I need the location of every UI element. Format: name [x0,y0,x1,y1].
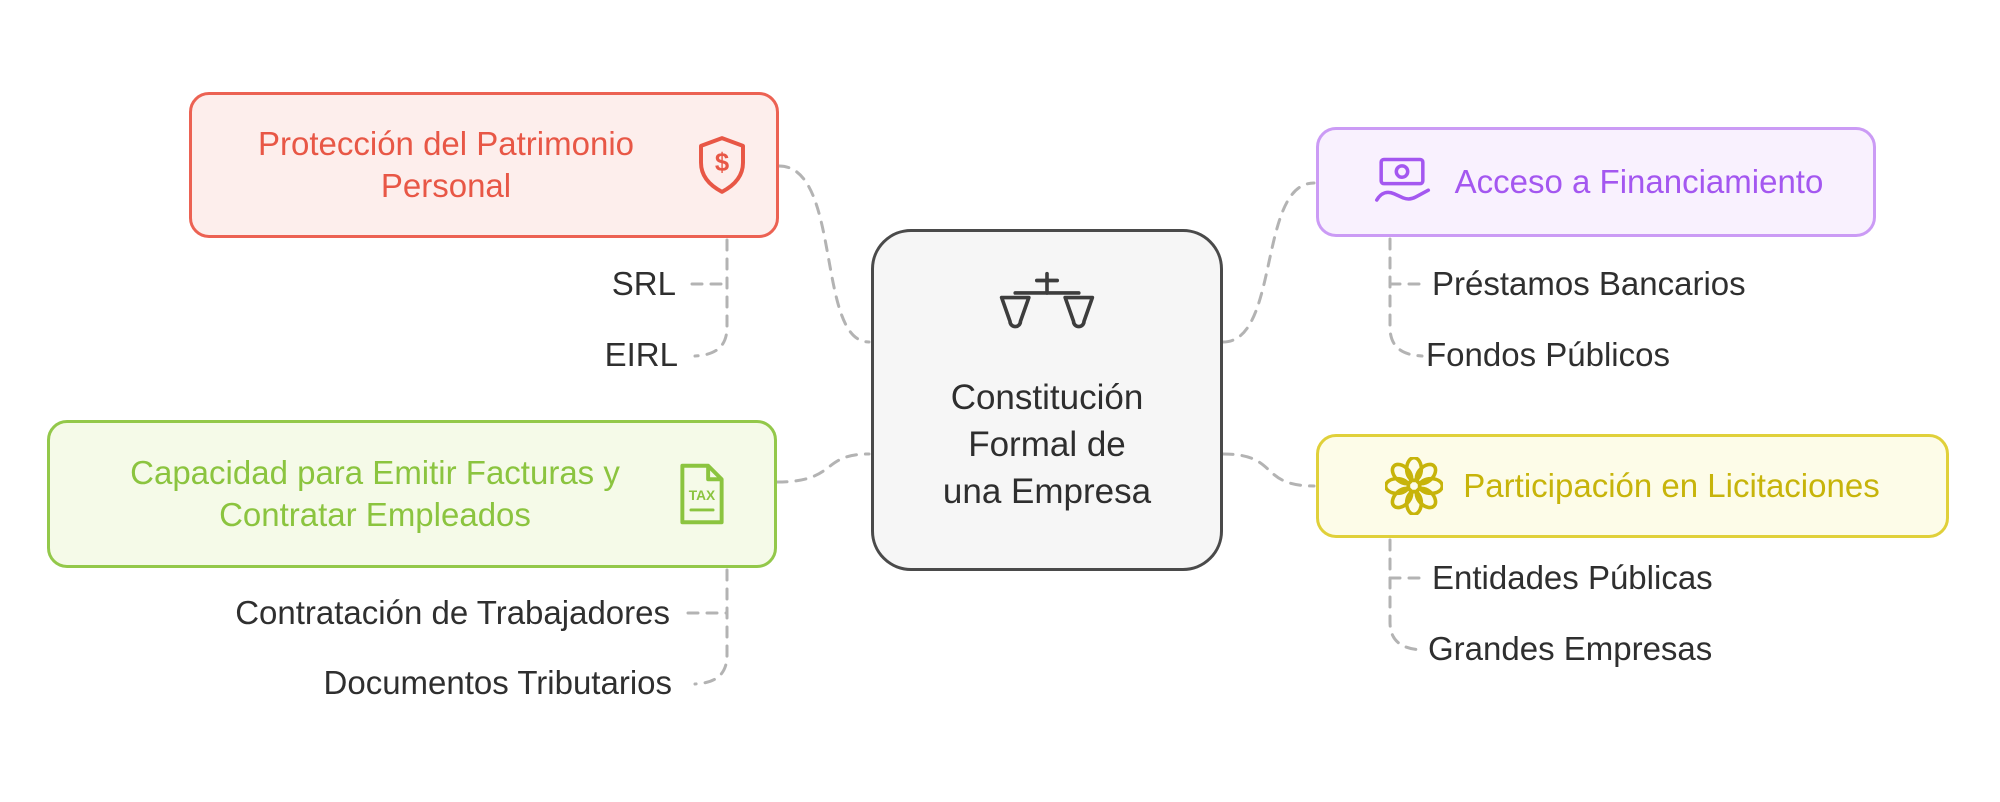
child-label-contratacion-trabajadores: Contratación de Trabajadores [235,594,670,631]
branch-node-facturas-empleados: Capacidad para Emitir Facturas y Contrat… [47,420,777,568]
connector-facturas-stem [693,568,729,686]
connector-licitaciones-stem [1388,538,1424,652]
tax-document-icon: TAX [680,463,724,525]
branch-title-proteccion-patrimonio: Protección del Patrimonio Personal [257,125,635,204]
connector-center-financiamiento [1221,181,1316,344]
child-label-grandes-empresas: Grandes Empresas [1428,630,1713,667]
branch-node-proteccion-patrimonio: Protección del Patrimonio Personal $ [189,92,779,238]
connector-patrimonio-stem [693,238,729,358]
branch-node-acceso-financiamiento: Acceso a Financiamiento [1316,127,1876,237]
branch-title-acceso-financiamiento: Acceso a Financiamiento [1454,163,1824,200]
svg-text:$: $ [715,149,729,177]
branch-node-participacion-licitaciones: Participación en Licitaciones [1316,434,1949,538]
center-title-line-3: una Empresa [942,472,1152,511]
child-label-documentos-tributarios: Documentos Tributarios [323,664,672,701]
center-node-constitucion-formal: Constitución Formal de una Empresa [871,229,1223,571]
child-label-eirl: EIRL [604,336,678,373]
connector-patrimonio-center [777,164,871,344]
child-label-entidades-publicas: Entidades Públicas [1432,559,1713,596]
branch-title-facturas-empleados: Capacidad para Emitir Facturas y Contrat… [130,454,620,533]
shield-dollar-icon: $ [699,136,745,194]
connector-facturas-center [775,452,871,484]
child-label-prestamos-bancarios: Préstamos Bancarios [1432,265,1746,302]
center-title-line-2: Formal de [968,425,1126,464]
child-label-srl: SRL [611,265,676,302]
branch-title-participacion-licitaciones: Participación en Licitaciones [1463,467,1880,504]
center-title-line-1: Constitución [950,378,1144,417]
cash-hand-icon [1374,157,1430,202]
rosette-icon [1385,457,1444,515]
connector-center-licitaciones [1221,452,1316,488]
connector-financiamiento-stem [1388,237,1424,358]
child-label-fondos-publicos: Fondos Públicos [1426,336,1670,373]
balance-scale-icon [999,271,1095,329]
center-node-title: Constitución Formal de una Empresa [943,374,1151,515]
svg-text:TAX: TAX [689,488,716,503]
